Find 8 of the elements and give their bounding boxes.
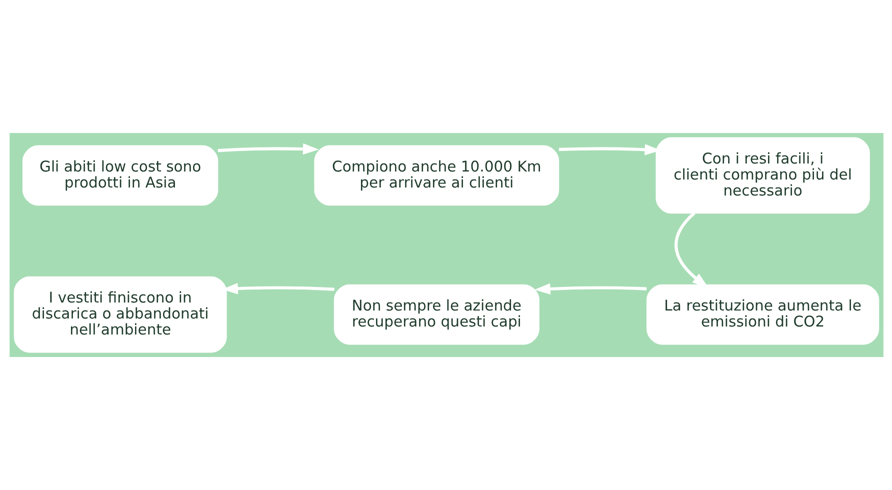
node-box: I vestiti finiscono in discarica o abbandonati nell’ambiente xyxy=(13,276,226,353)
node-box: Con i resi facili, i clienti comprano più del necessario xyxy=(655,137,870,214)
node-box: Gli abiti low cost sono prodotti in Asia xyxy=(22,145,218,206)
node-box: La restituzione aumenta le emissioni di CO2 xyxy=(646,284,879,345)
node-box: Compiono anche 10.000 Km per arrivare ai clienti xyxy=(314,145,559,206)
arrow xyxy=(217,143,318,155)
arrow xyxy=(534,283,646,294)
node-box: Non sempre le aziende recuperano questi capi xyxy=(333,284,539,345)
